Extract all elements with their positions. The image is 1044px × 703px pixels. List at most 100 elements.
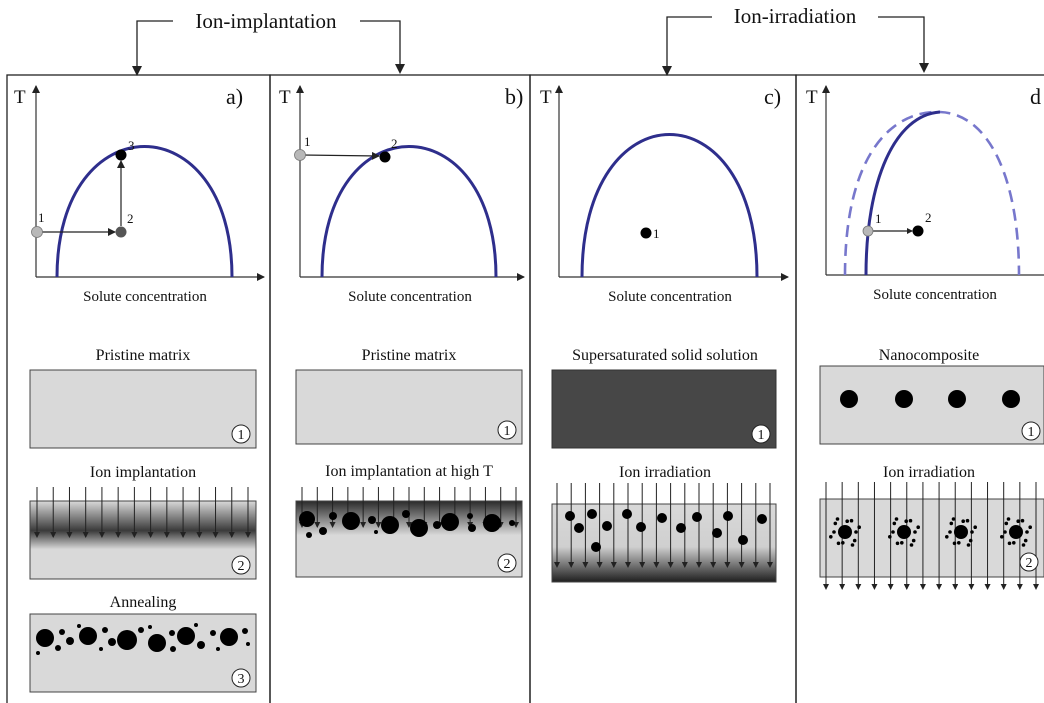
matrix-box-implanted [29, 500, 257, 580]
step-number: 3 [238, 672, 245, 687]
panel-d: T d 1 2 Solute concentration Nanocomposi… [806, 84, 1044, 590]
solute-atom [909, 543, 914, 547]
solute-atom [835, 517, 840, 521]
solute-atom [894, 517, 899, 521]
solute-atom [895, 541, 900, 546]
solute-atom [832, 530, 836, 534]
down-arrow-icon [662, 66, 672, 76]
solute-atom [1007, 541, 1012, 546]
solvus-curve [864, 110, 941, 276]
matrix-box-irradiated [819, 498, 1044, 578]
solute-atom [1004, 521, 1009, 526]
solute-atom [845, 519, 849, 523]
solute-atom [900, 541, 904, 545]
solute-atom [1000, 535, 1004, 539]
solute-atom [841, 541, 845, 545]
step-caption: Ion irradiation [883, 464, 975, 481]
panel-c: T c) 1 Solute concentration Supersaturat… [540, 84, 789, 583]
phase-diagram-d: T d 1 2 Solute concentration [806, 84, 1044, 303]
path-arrow [301, 151, 380, 160]
bracket-left-line [666, 16, 712, 73]
solute-atom [1006, 517, 1011, 521]
down-arrow-icon [919, 63, 929, 73]
step-caption: Ion irradiation [619, 464, 711, 481]
ion-beam-arrows [34, 487, 251, 538]
step-caption: Nanocomposite [879, 347, 979, 364]
panel-a: T a) 1 2 3 Solute concentration Pristine… [14, 84, 265, 693]
bracket-right-line [878, 16, 925, 70]
step-number-badge [497, 420, 517, 440]
step-caption: Ion implantation [90, 464, 196, 481]
state-point-1 [862, 225, 874, 237]
solute-atom [829, 535, 833, 539]
solute-atom [850, 543, 855, 547]
matrix-box-pristine [295, 369, 523, 445]
panel-label: b) [505, 84, 523, 109]
solute-atom [833, 521, 838, 526]
solute-atom [836, 541, 841, 546]
y-axis-label: T [279, 87, 291, 108]
solute-atom [1023, 538, 1028, 543]
bracket-right-line [360, 20, 401, 71]
header-title: Ion-implantation [195, 9, 337, 33]
step-number: 1 [758, 428, 765, 443]
step-caption: Pristine matrix [362, 347, 457, 364]
solute-atom [904, 519, 908, 523]
phase-diagram-b: T b) 1 2 Solute concentration [279, 84, 525, 305]
nanoparticle [954, 525, 968, 539]
step-number: 2 [238, 559, 245, 574]
panel-d-frame [795, 74, 1044, 703]
state-point-2 [379, 151, 391, 163]
solute-atom [892, 521, 897, 526]
solute-atom [1020, 518, 1025, 523]
precipitates [36, 623, 250, 655]
matrix-box-annealed [29, 613, 257, 693]
state-point-1 [294, 149, 306, 161]
header-title: Ion-irradiation [734, 4, 857, 28]
phase-diagram-a: T a) 1 2 3 Solute concentration [14, 84, 265, 305]
shifted-solvus-dashed-curve [843, 110, 1021, 276]
solute-atom [852, 538, 857, 543]
nanoparticle [838, 525, 852, 539]
precipitates [565, 509, 767, 552]
panel-label: a) [226, 84, 243, 109]
solute-atom [1012, 541, 1016, 545]
point-label: 1 [653, 226, 660, 241]
solute-atom [854, 530, 858, 534]
step-number-badge [1019, 552, 1039, 572]
header-ion-irradiation: Ion-irradiation [662, 4, 929, 76]
step-number: 2 [1026, 556, 1033, 571]
matrix-box-pristine [29, 369, 257, 449]
step-number: 2 [504, 557, 511, 572]
y-axis-label: T [540, 87, 552, 108]
solvus-curve [580, 133, 759, 278]
step-caption: Supersaturated solid solution [572, 347, 758, 364]
header-ion-implantation: Ion-implantation [132, 9, 405, 76]
point-label: 3 [128, 138, 135, 153]
solute-atom [952, 541, 957, 546]
step-number: 1 [238, 428, 245, 443]
step-number: 1 [504, 424, 511, 439]
down-arrow-icon [132, 66, 142, 76]
point-label: 1 [875, 211, 882, 226]
solute-atom [966, 543, 971, 547]
step-caption: Pristine matrix [96, 347, 191, 364]
solute-atom [968, 538, 973, 543]
step-caption: Ion implantation at high T [325, 463, 493, 480]
precipitates [299, 510, 515, 538]
matrix-box-supersaturated [551, 369, 777, 449]
point-label: 1 [304, 134, 311, 149]
state-point-2 [115, 226, 127, 238]
solute-atom [849, 518, 854, 523]
down-arrow-icon [395, 64, 405, 74]
step-caption: Annealing [110, 594, 177, 611]
solute-atom [973, 525, 977, 529]
point-label: 1 [38, 210, 45, 225]
nanoparticle [1009, 525, 1023, 539]
state-point-2 [912, 225, 924, 237]
panel-b: T b) 1 2 Solute concentration Pristine m… [279, 84, 525, 578]
step-number-badge [751, 424, 771, 444]
solute-atom [951, 517, 956, 521]
solute-atom [891, 530, 895, 534]
x-axis-label: Solute concentration [873, 287, 997, 303]
